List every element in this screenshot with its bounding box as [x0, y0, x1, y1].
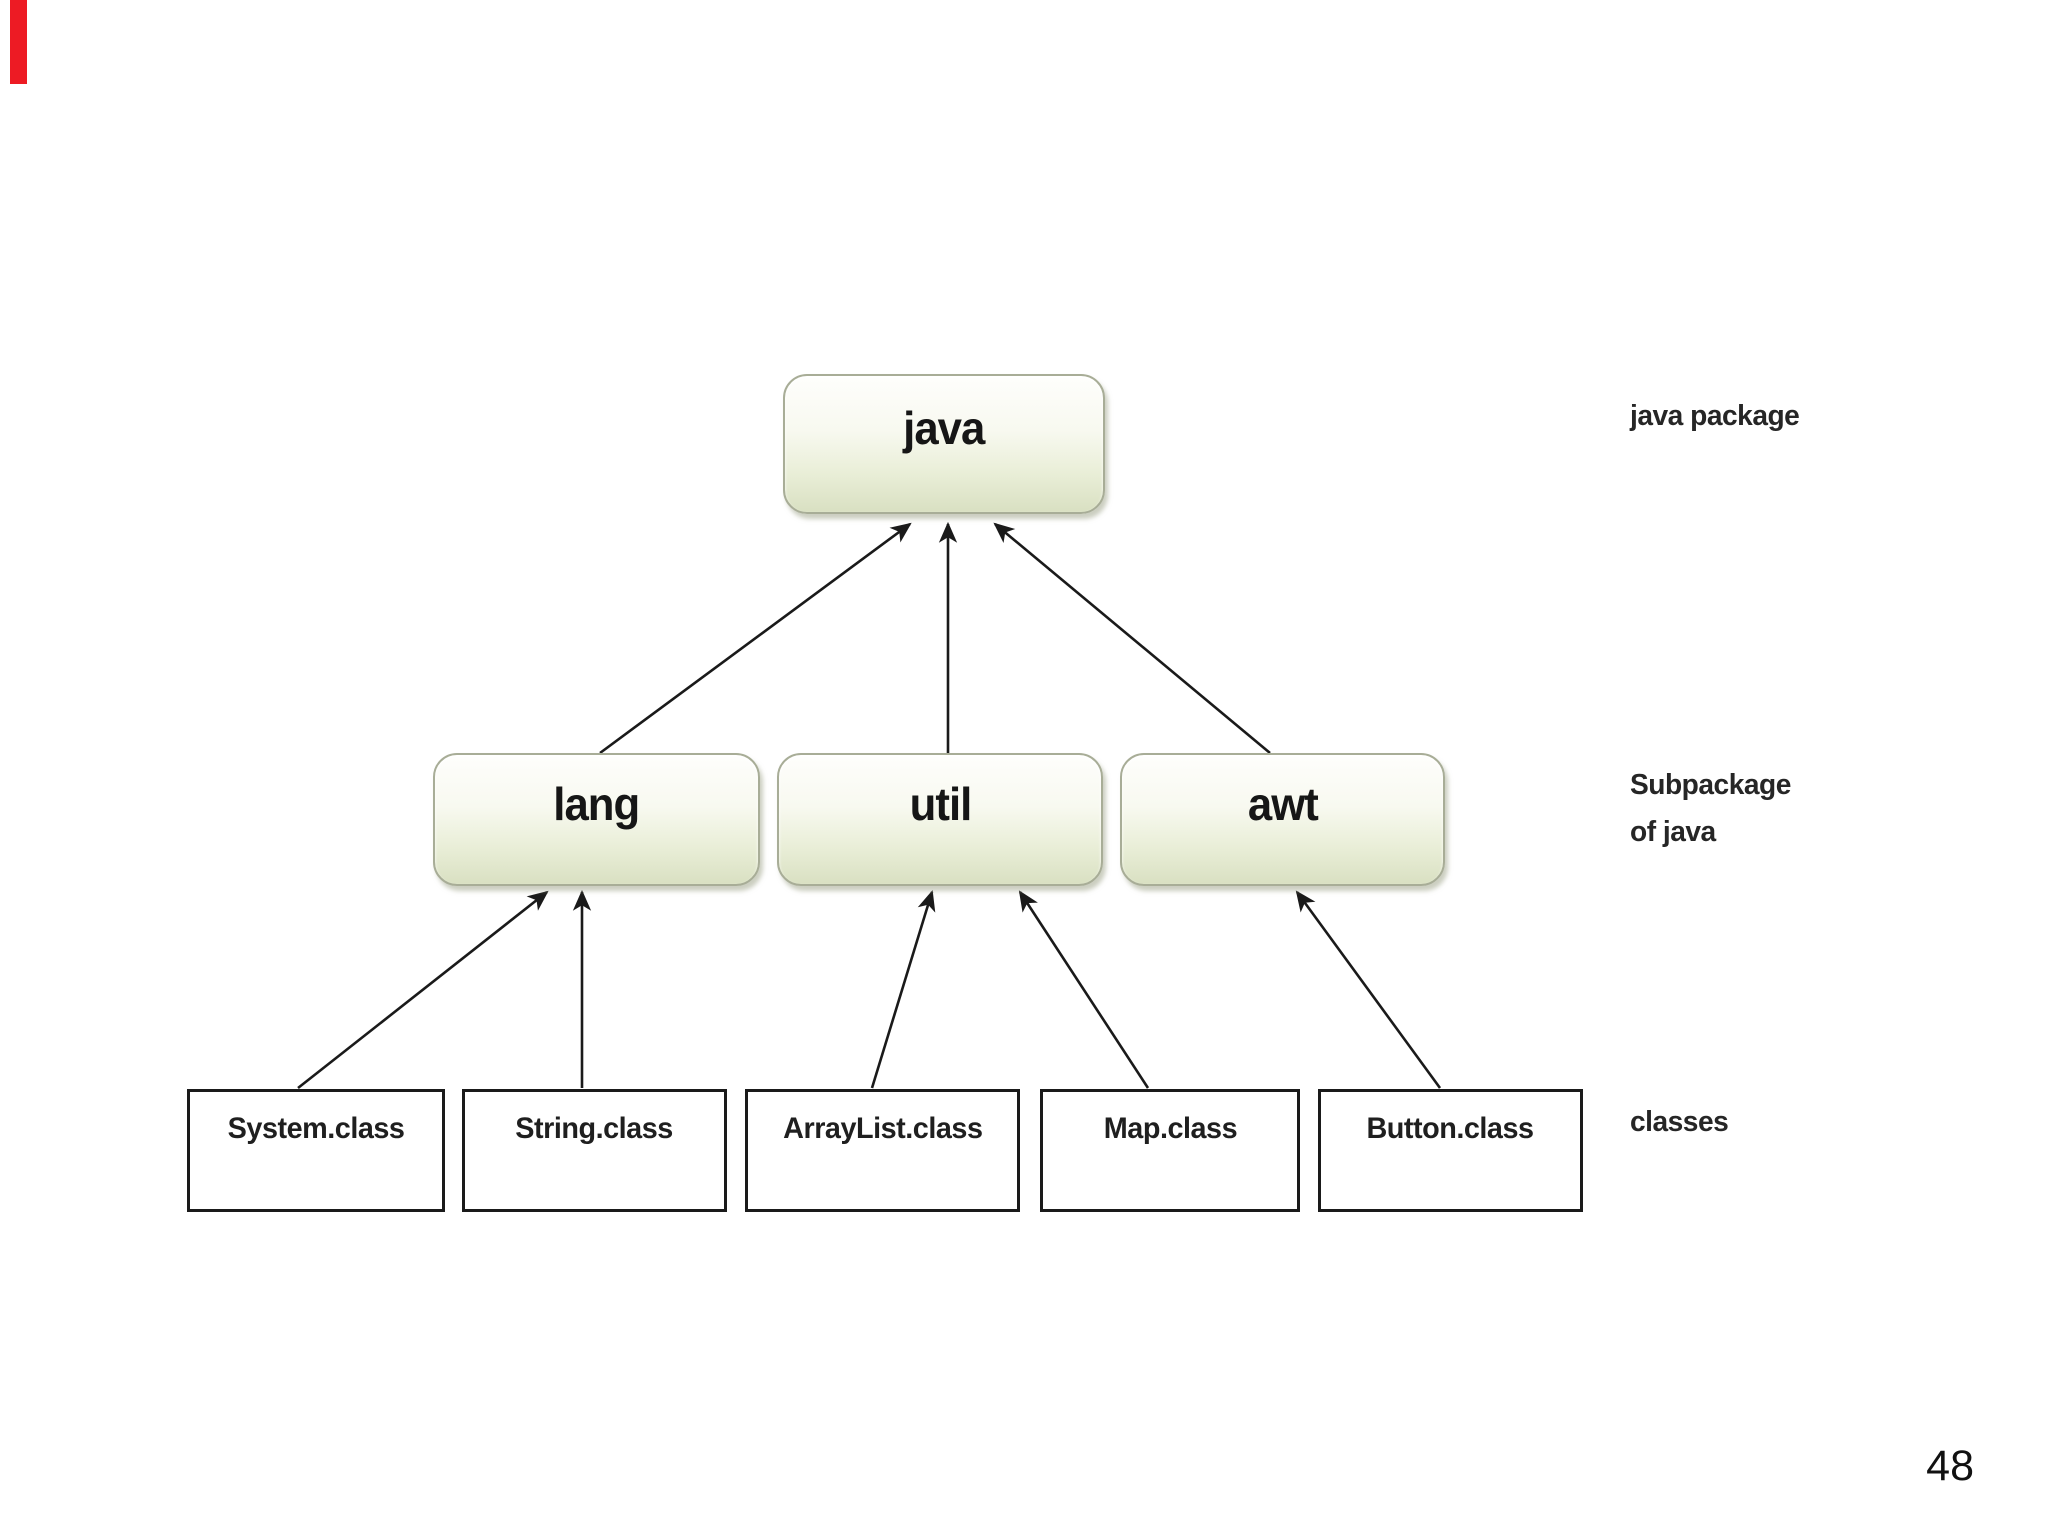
- class-box-button: Button.class: [1318, 1089, 1583, 1212]
- node-util-label: util: [909, 777, 972, 830]
- annotation-java-package: java package: [1630, 400, 1800, 432]
- edge-awt-to-java: [993, 522, 1271, 754]
- class-box-system: System.class: [187, 1089, 445, 1212]
- class-box-arraylist-label: ArrayList.class: [782, 1112, 983, 1145]
- node-lang-label: lang: [553, 777, 640, 830]
- node-util-subpackage: util: [777, 753, 1103, 886]
- class-box-string-label: String.class: [515, 1112, 674, 1145]
- annotation-subpackage-line1: Subpackage: [1630, 769, 1791, 801]
- node-lang-subpackage: lang: [433, 753, 760, 886]
- class-box-map: Map.class: [1040, 1089, 1300, 1212]
- class-box-map-label: Map.class: [1103, 1112, 1237, 1145]
- edge-map-to-util: [1018, 890, 1150, 1089]
- annotation-subpackage-of-java: Subpackage of java: [1630, 762, 1791, 856]
- annotation-classes: classes: [1630, 1106, 1729, 1138]
- node-awt-label: awt: [1247, 777, 1318, 830]
- edge-button-to-awt: [1295, 890, 1442, 1089]
- node-java-label: java: [903, 402, 985, 454]
- node-awt-subpackage: awt: [1120, 753, 1445, 886]
- class-box-button-label: Button.class: [1366, 1112, 1535, 1145]
- edge-system-to-lang: [297, 890, 549, 1090]
- class-box-system-label: System.class: [227, 1112, 405, 1145]
- class-box-string: String.class: [462, 1089, 727, 1212]
- edge-arraylist-to-util: [870, 890, 936, 1089]
- edge-lang-to-java: [599, 522, 912, 755]
- annotation-subpackage-line2: of java: [1630, 816, 1716, 848]
- red-marker: [10, 0, 27, 84]
- node-java-package: java: [783, 374, 1105, 514]
- page-number: 48: [1926, 1442, 1974, 1490]
- class-box-arraylist: ArrayList.class: [745, 1089, 1020, 1212]
